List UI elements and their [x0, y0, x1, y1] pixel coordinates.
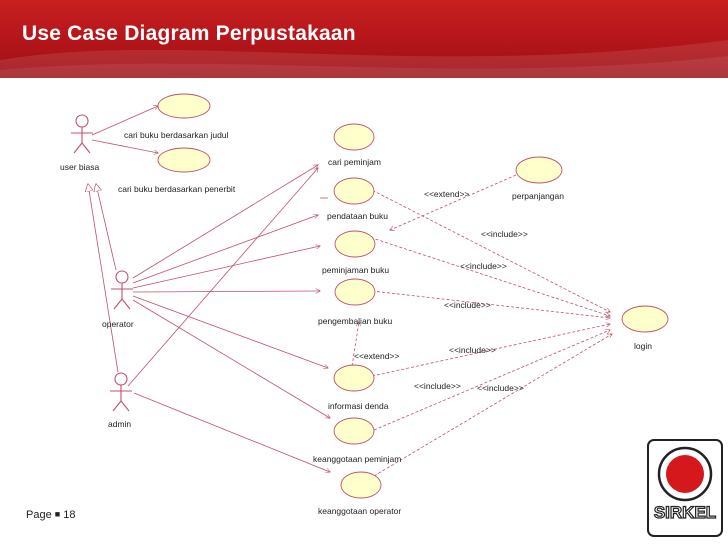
usecase-cari-penerbit: [157, 147, 211, 173]
sirkel-logo: SIRKEL: [646, 438, 724, 538]
use-case-ellipses: [157, 93, 669, 499]
label-keanggotaan-peminjam: keanggotaan peminjam: [313, 454, 401, 464]
usecase-pendataan-buku: [333, 177, 375, 205]
actor-label-admin: admin: [108, 419, 131, 429]
label-peminjaman-buku: peminjaman buku: [322, 265, 389, 275]
stereotype-include-3: <<include>>: [444, 300, 491, 310]
usecase-cari-peminjam: [333, 123, 375, 151]
actor-label-user-biasa: user biasa: [60, 162, 99, 172]
actor-operator-icon: [111, 270, 133, 310]
usecase-peminjaman-buku: [334, 230, 376, 258]
label-pengembalian-buku: pengembalian buku: [318, 316, 392, 326]
stereotype-include-1: <<include>>: [481, 229, 528, 239]
usecase-cari-judul: [157, 93, 211, 119]
label-keanggotaan-operator: keanggotaan operator: [318, 506, 401, 516]
actor-user-biasa-icon: [71, 114, 93, 154]
usecase-keanggotaan-peminjam: [333, 417, 375, 445]
usecase-perpanjangan: [515, 156, 563, 184]
label-cari-penerbit: cari buku berdasarkan penerbit: [118, 184, 236, 194]
actor-label-operator: operator: [102, 319, 134, 329]
stereotype-include-6: <<include>>: [477, 383, 524, 393]
usecase-informasi-denda: [333, 364, 375, 392]
actor-figures: [71, 114, 133, 412]
usecase-login: [621, 305, 669, 333]
label-pendataan-buku: pendataan buku: [327, 211, 388, 221]
label-informasi-denda: informasi denda: [328, 401, 389, 411]
stereotype-extend-denda: <<extend>>: [354, 351, 399, 361]
use-case-diagram: user biasa operator admin cari buku berd…: [0, 78, 728, 546]
stereotype-extend-perpanjangan: <<extend>>: [424, 189, 469, 199]
diagram-labels: user biasa operator admin cari buku berd…: [60, 130, 652, 516]
page-bullet-icon: ■: [54, 509, 61, 519]
page-number: Page ■ 18: [26, 509, 76, 521]
svg-text:SIRKEL: SIRKEL: [654, 503, 716, 522]
page-number-value: 18: [63, 509, 76, 521]
stereotype-include-2: <<include>>: [460, 261, 507, 271]
stereotype-include-4: <<include>>: [449, 345, 496, 355]
label-login: login: [634, 341, 652, 351]
usecase-pengembalian-buku: [334, 278, 376, 306]
slide-title: Use Case Diagram Perpustakaan: [22, 22, 356, 45]
label-cari-judul: cari buku berdasarkan judul: [124, 130, 229, 140]
actor-admin-icon: [110, 372, 132, 412]
label-cari-peminjam: cari peminjam: [328, 157, 381, 167]
page-label: Page: [26, 509, 52, 521]
header-wave-decoration: [0, 40, 728, 78]
usecase-keanggotaan-operator: [340, 471, 382, 499]
association-lines: [88, 106, 612, 477]
stereotype-include-5: <<include>>: [414, 381, 461, 391]
slide-header: Use Case Diagram Perpustakaan: [0, 0, 728, 78]
label-perpanjangan: perpanjangan: [512, 191, 564, 201]
